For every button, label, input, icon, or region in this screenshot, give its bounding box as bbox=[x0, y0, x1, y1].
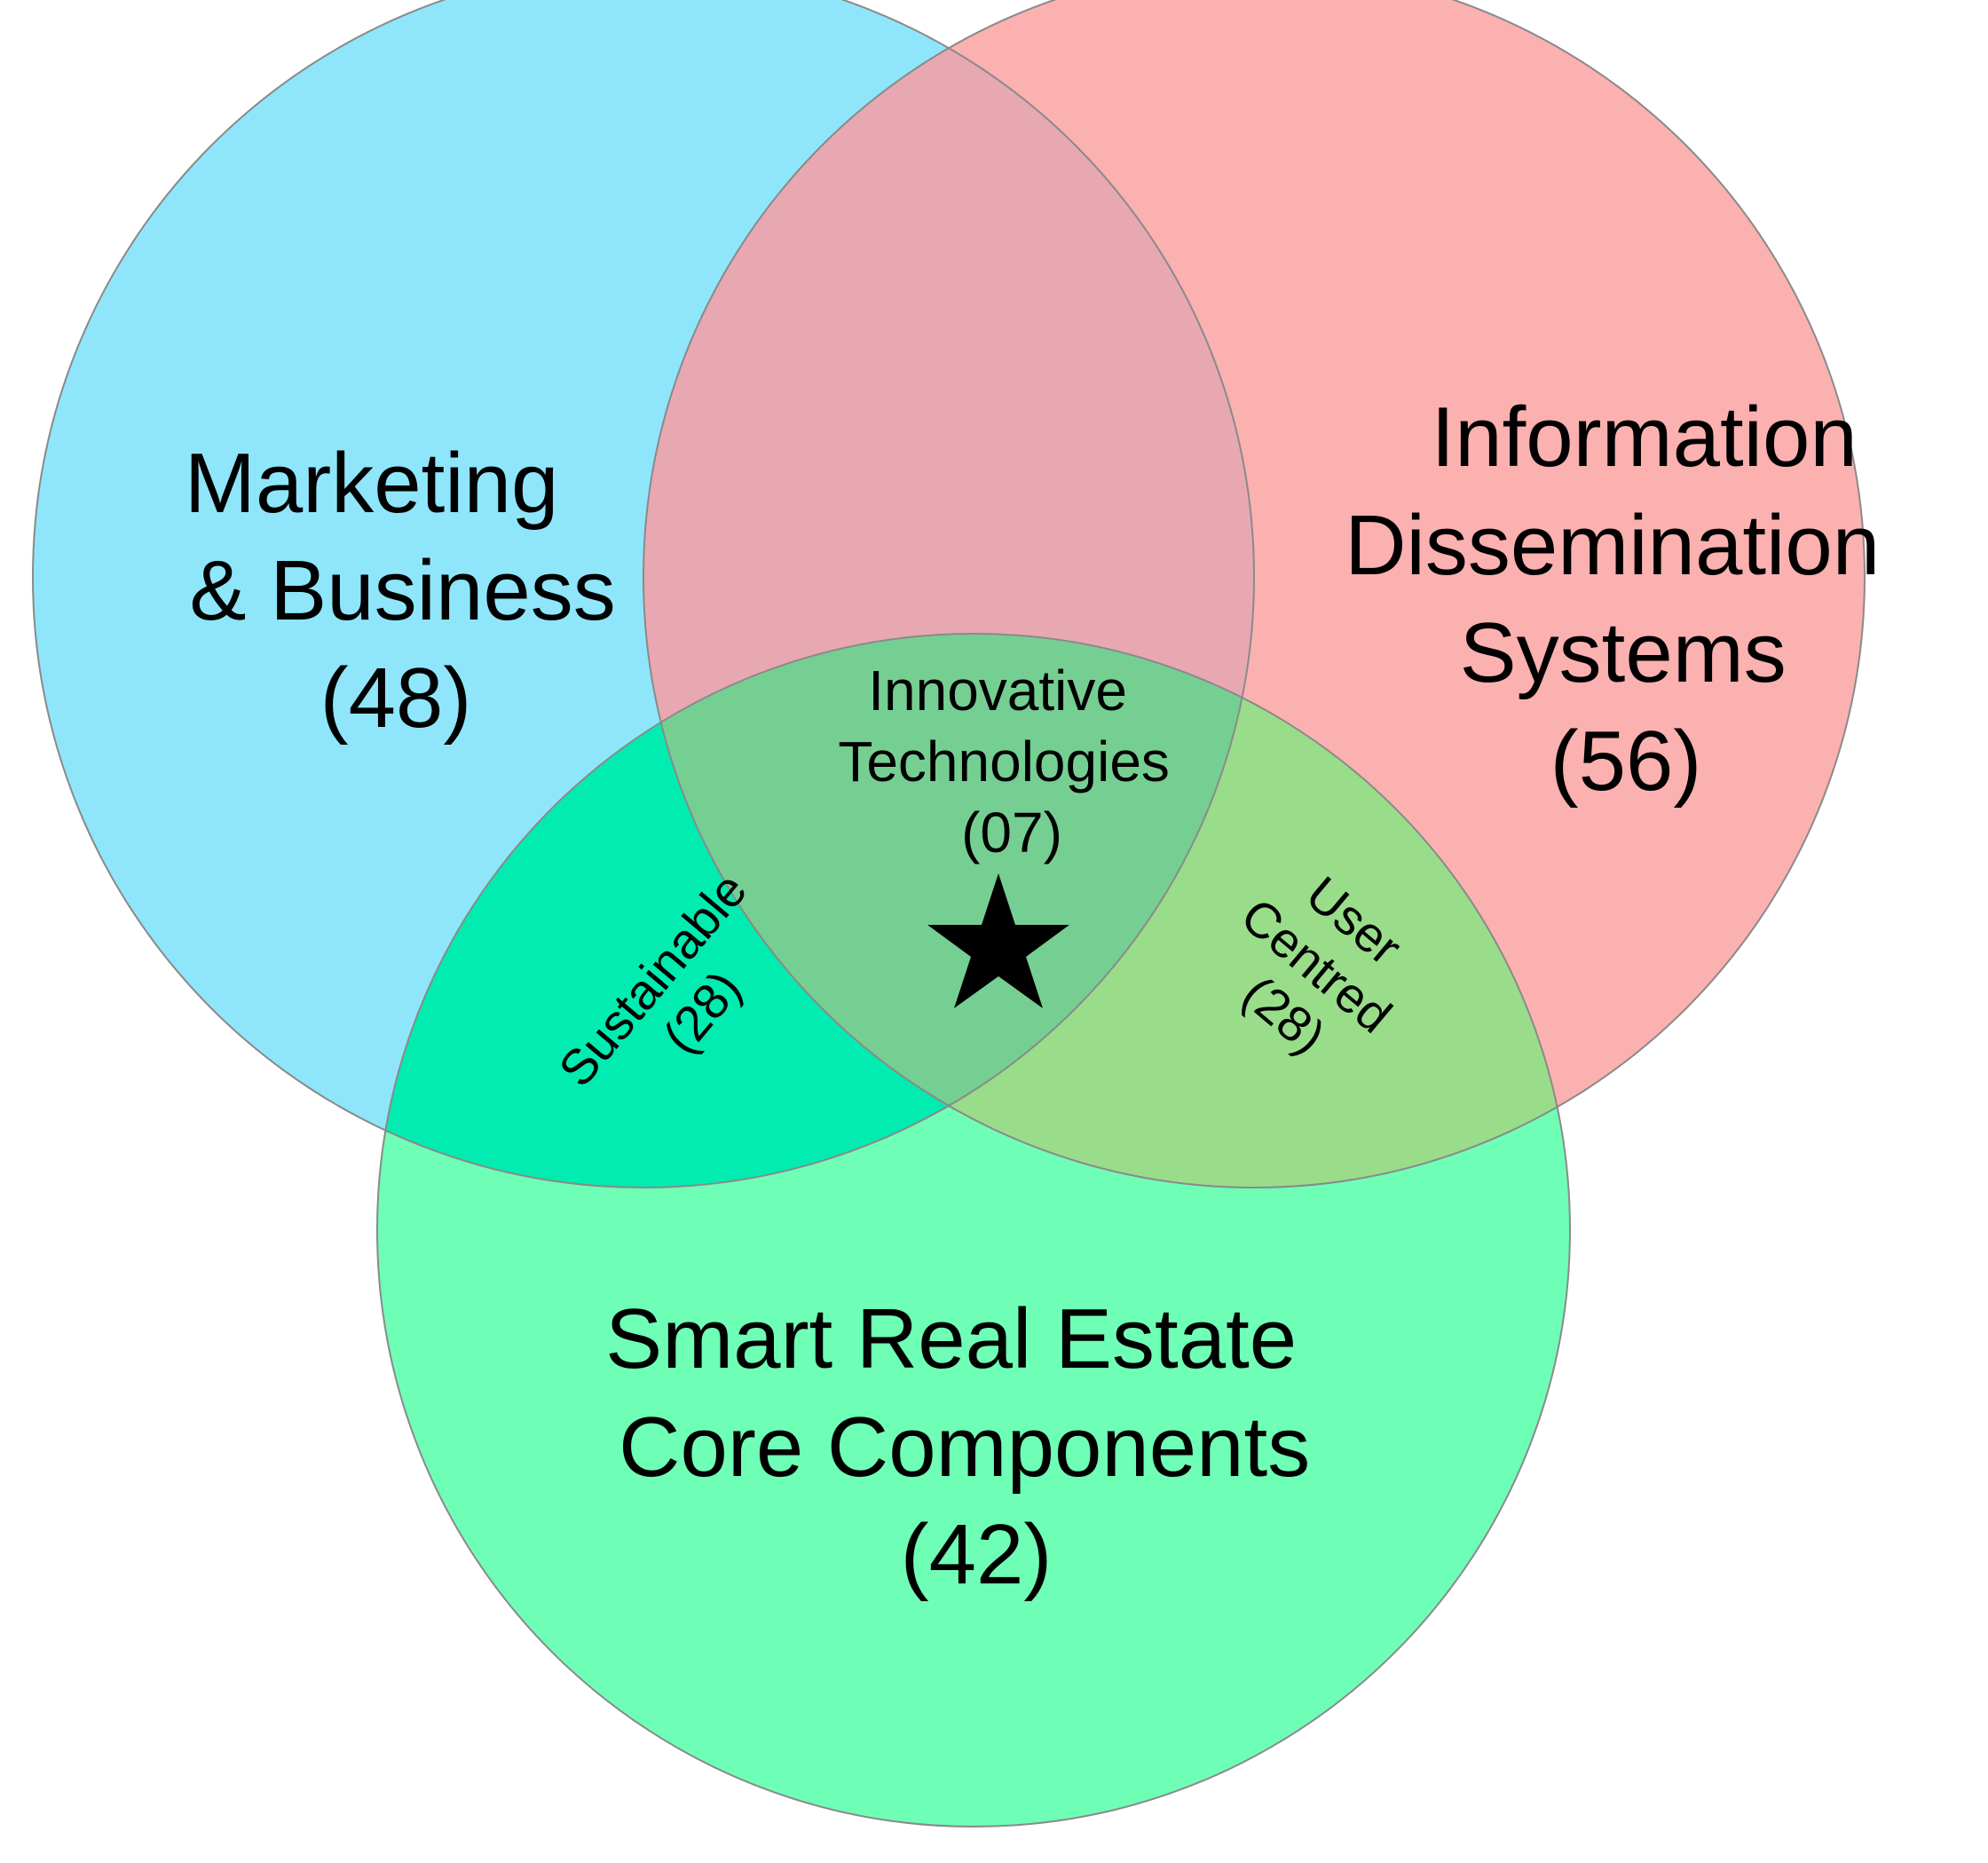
marketing-label-line1: Marketing bbox=[185, 436, 559, 531]
innovative-technologies-label: Innovative Technologies (07) bbox=[838, 659, 1185, 864]
information-label-line3: Systems bbox=[1460, 605, 1787, 700]
marketing-label-line2: & Business bbox=[190, 543, 616, 638]
marketing-count: (48) bbox=[320, 651, 472, 746]
smart-real-estate-count: (42) bbox=[901, 1507, 1053, 1602]
smart-real-estate-label-line2: Core Components bbox=[619, 1400, 1310, 1495]
innovative-technologies-line2: Technologies bbox=[838, 730, 1170, 793]
star-icon bbox=[927, 873, 1069, 1008]
smart-real-estate-label: Smart Real Estate Core Components (42) bbox=[605, 1291, 1334, 1602]
circle-outlines bbox=[32, 0, 1866, 1827]
information-count: (56) bbox=[1550, 714, 1702, 809]
information-label-line2: Dissemination bbox=[1345, 498, 1880, 593]
marketing-label: Marketing & Business (48) bbox=[185, 436, 640, 746]
innovative-technologies-count: (07) bbox=[961, 801, 1062, 864]
innovative-technologies-line1: Innovative bbox=[868, 659, 1127, 722]
smart-real-estate-label-line1: Smart Real Estate bbox=[605, 1291, 1297, 1386]
information-label-line1: Information bbox=[1432, 390, 1858, 485]
information-label: Information Dissemination Systems (56) bbox=[1345, 390, 1904, 809]
marketing-smart-overlap bbox=[377, 634, 1254, 1188]
